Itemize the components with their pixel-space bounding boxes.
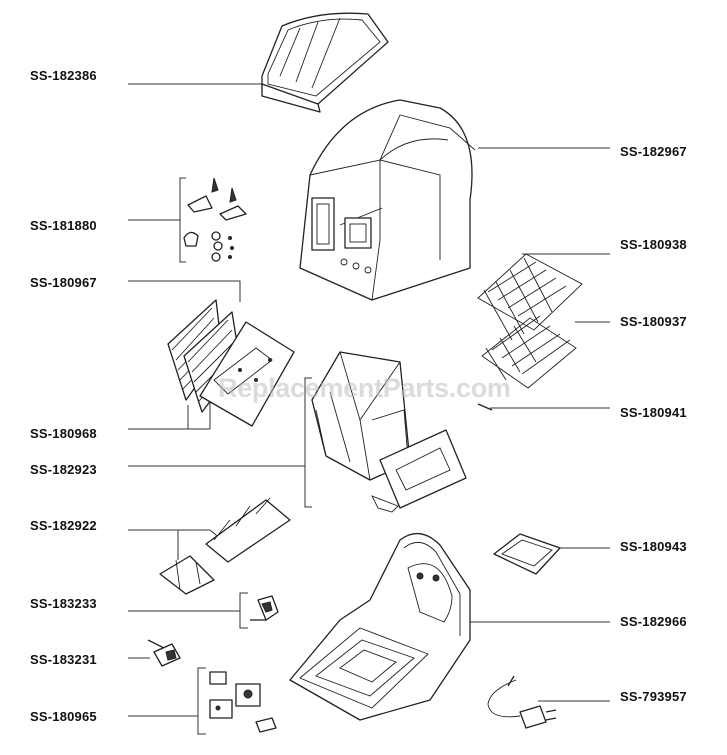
heating-element-plates (167, 299, 295, 427)
part-label-ss-181880: SS-181880 (30, 218, 97, 233)
part-label-ss-182966: SS-182966 (620, 614, 687, 629)
base-part (289, 533, 471, 721)
leader-lines (128, 83, 610, 735)
lever-rail-part (159, 497, 291, 595)
part-label-ss-182922: SS-182922 (30, 518, 97, 533)
part-label-ss-180937: SS-180937 (620, 314, 687, 329)
part-label-ss-180967: SS-180967 (30, 275, 97, 290)
part-label-ss-183233: SS-183233 (30, 596, 97, 611)
top-lid-part (261, 12, 389, 113)
part-label-ss-182923: SS-182923 (30, 462, 97, 477)
crumb-tray-part (493, 533, 561, 575)
part-label-ss-793957: SS-793957 (620, 689, 687, 704)
small-hardware-parts (183, 177, 247, 262)
toaster-housing-part (299, 99, 476, 301)
power-cord-part (487, 675, 557, 729)
control-board-part (209, 671, 277, 733)
inner-frame-part (311, 351, 467, 513)
part-label-ss-180965: SS-180965 (30, 709, 97, 724)
part-label-ss-180943: SS-180943 (620, 539, 687, 554)
part-label-ss-182967: SS-182967 (620, 144, 687, 159)
part-label-ss-183231: SS-183231 (30, 652, 97, 667)
watermark: ReplacementParts.com (218, 373, 511, 403)
switch-part (250, 595, 279, 621)
part-label-ss-180938: SS-180938 (620, 237, 687, 252)
part-label-ss-180941: SS-180941 (620, 405, 687, 420)
part-label-ss-180968: SS-180968 (30, 426, 97, 441)
wire-grid-racks (477, 253, 583, 411)
lever-knob-part (147, 639, 181, 667)
part-label-ss-182386: SS-182386 (30, 68, 97, 83)
